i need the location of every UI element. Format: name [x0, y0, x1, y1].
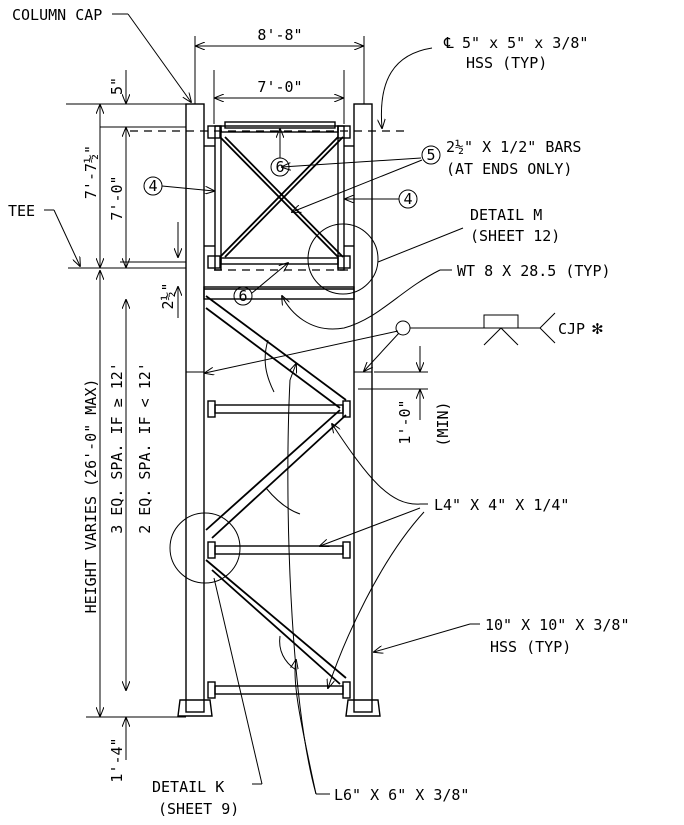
bars-line1: 2½" X 1/2" BARS — [446, 138, 581, 156]
min-label: (MIN) — [434, 401, 452, 446]
svg-text:6: 6 — [275, 158, 284, 176]
hss-small-line2: HSS (TYP) — [466, 54, 547, 72]
hss-small-line1: 5" x 5" x 3/8" — [462, 34, 588, 52]
cjp-weld-symbol — [205, 312, 556, 373]
height-varies: HEIGHT VARIES (26'-0" MAX) — [82, 379, 100, 614]
dim-inner-width: 7'-0" — [257, 78, 302, 96]
dim-2half: 2½" — [159, 282, 177, 309]
bars-line2: (AT ENDS ONLY) — [446, 160, 572, 178]
callout-5: 5 — [282, 145, 441, 212]
left-column — [177, 103, 213, 717]
svg-text:4: 4 — [148, 177, 157, 195]
angle-arcs — [264, 339, 301, 671]
dim-1-4: 1'-4" — [108, 737, 126, 782]
angle-small-label: L4" X 4" X 1/4" — [434, 496, 569, 514]
left-dimensions — [66, 70, 186, 760]
hss-large-leader — [374, 623, 471, 652]
svg-text:4: 4 — [403, 190, 412, 208]
wt-label: WT 8 X 28.5 (TYP) — [457, 262, 611, 280]
detail-m-leader — [377, 227, 464, 263]
wt-beams — [203, 286, 355, 699]
centerline-leader — [381, 47, 433, 128]
dim-5in: 5" — [108, 77, 126, 95]
callout-6-lower: 6 — [233, 263, 288, 306]
centerline-symbol: ℄ — [443, 34, 454, 52]
diagonal-bracing — [205, 295, 347, 685]
angle-large-leaders — [287, 364, 330, 795]
column-cap-label: COLUMN CAP — [12, 6, 102, 24]
cjp-star: ✻ — [592, 318, 603, 339]
detail-m-line1: DETAIL M — [470, 206, 542, 224]
dim-7-7half: 7'-7½" — [82, 145, 100, 199]
dim-overall-width: 8'-8" — [257, 26, 302, 44]
hss-large-line1: 10" X 10" X 3/8" — [485, 616, 630, 634]
detail-k-leader — [213, 577, 263, 785]
angle-large-label: L6" X 6" X 3/8" — [334, 786, 469, 804]
hss-large-line2: HSS (TYP) — [490, 638, 571, 656]
right-column — [345, 103, 381, 717]
cjp-label: CJP — [558, 320, 585, 338]
dim-7-0-vertical: 7'-0" — [108, 175, 126, 220]
detail-m-circle — [307, 223, 379, 295]
detail-k-line1: DETAIL K — [152, 778, 224, 796]
svg-text:6: 6 — [238, 287, 247, 305]
top-dimensions — [194, 36, 365, 124]
tee-label: TEE — [8, 202, 35, 220]
eq-spa-2: 2 EQ. SPA. IF < 12' — [136, 362, 154, 534]
wt-leader — [282, 269, 441, 330]
min-dimension — [358, 346, 428, 420]
eq-spa-3: 3 EQ. SPA. IF ≥ 12' — [108, 362, 126, 534]
svg-text:5: 5 — [426, 146, 435, 164]
callout-6-upper: 6 — [270, 129, 290, 177]
detail-k-circle — [169, 512, 241, 584]
tee-leader — [53, 209, 80, 266]
angle-small-leaders — [320, 424, 428, 688]
dim-1-0-min: 1'-0" — [396, 399, 414, 444]
callout-4-left: 4 — [143, 176, 214, 196]
detail-m-line2: (SHEET 12) — [470, 227, 560, 245]
callout-4-right: 4 — [345, 189, 418, 209]
detail-k-line2: (SHEET 9) — [158, 800, 239, 818]
